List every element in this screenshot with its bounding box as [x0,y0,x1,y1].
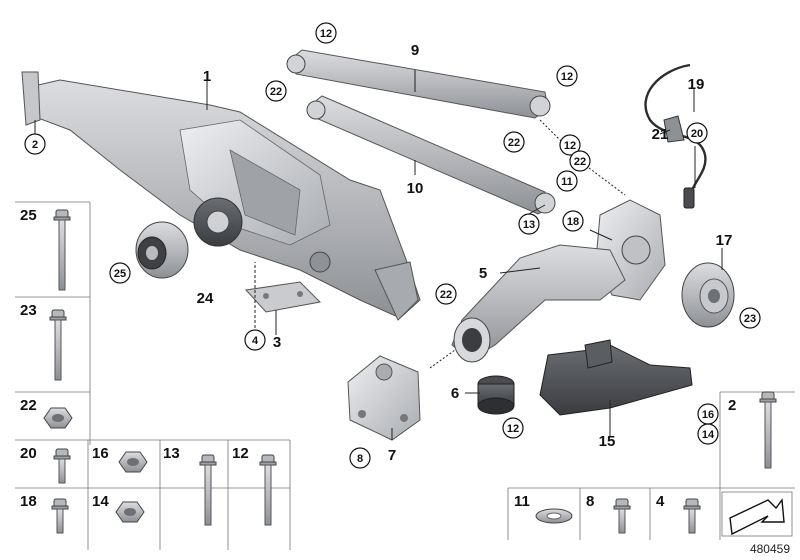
callout-circle [502,417,524,439]
callout-circle [315,22,337,44]
trailing-arm [451,244,626,363]
hardware-label-8: 8 [586,493,594,510]
callout-9: 9 [411,42,419,59]
callout-25: 25 [114,268,126,280]
hardware-label-18: 18 [20,493,37,510]
callout-19: 19 [688,76,705,93]
mounting-plate [244,281,322,313]
rubber-bushing [477,375,515,415]
rubber-mount [135,221,189,279]
callout-12: 12 [507,423,519,435]
callout-12: 12 [564,140,576,152]
hardware-label-22: 22 [20,397,37,414]
callout-10: 10 [407,180,424,197]
callout-circle [686,122,708,144]
callout-circle [435,283,457,305]
callout-circle [562,210,584,232]
callout-1: 1 [203,68,211,85]
abs-sensor-cable [644,63,707,209]
bolt-icon [199,454,217,526]
callout-4: 4 [252,335,259,347]
callout-18: 18 [567,216,579,228]
callout-circle [518,213,540,235]
callout-22: 22 [508,137,520,149]
hardware-label-16: 16 [92,445,109,462]
hardware-label-25: 25 [20,207,37,224]
nut-icon [43,407,73,429]
hardware-label-4: 4 [656,493,665,510]
callout-circle [569,150,591,172]
hardware-label-11: 11 [514,493,530,510]
hardware-label-14: 14 [92,493,109,510]
leader-lines [34,70,723,440]
callout-5: 5 [479,265,487,282]
hardware-label-13: 13 [163,445,180,462]
bracket [347,355,421,441]
callout-circle [265,80,287,102]
guard-plate [539,339,693,416]
callout-circle [244,329,266,351]
callout-circle [24,133,46,155]
diagram-reference-number: 480459 [750,542,790,556]
bolt-icon [53,209,71,291]
callout-24: 24 [197,290,214,307]
bolt-icon [53,448,71,484]
hardware-label-20: 20 [20,445,37,462]
direction-arrow-icon [721,491,793,537]
callout-15: 15 [599,433,616,450]
bolt-icon [51,498,69,534]
callout-23: 23 [744,313,756,325]
callout-11: 11 [561,176,573,188]
nut-icon [115,501,145,523]
callout-22: 22 [440,289,452,301]
washer-icon [535,508,573,524]
callout-12: 12 [320,28,332,40]
callout-8: 8 [357,453,363,465]
callout-circle [109,262,131,284]
hardware-label-23: 23 [20,302,37,319]
bolt-icon [49,309,67,381]
rear-axle-carrier [21,71,421,321]
callout-22: 22 [270,86,282,98]
callout-7: 7 [388,447,396,464]
hardware-label-2: 2 [728,397,736,414]
callout-13: 13 [523,219,535,231]
callout-circle [556,65,578,87]
callout-3: 3 [273,334,281,351]
hardware-items: 25 23 22 20 16 13 12 18 14 2 11 8 4 [20,207,777,534]
callout-20: 20 [691,128,703,140]
callout-2: 2 [32,139,38,151]
callout-21: 21 [652,126,669,143]
callout-circle [559,134,581,156]
bolt-icon [683,498,701,534]
hardware-label-12: 12 [232,445,249,462]
callout-circle [349,447,371,469]
callout-6: 6 [451,385,459,402]
callout-circle [739,307,761,329]
upper-control-arm [286,49,551,119]
callout-16: 16 [702,409,714,421]
callout-circle [556,170,578,192]
callout-12: 12 [561,71,573,83]
bolt-icon [259,454,277,526]
nut-icon [118,451,148,473]
hardware-grid [15,201,795,550]
callout-22: 22 [574,156,586,168]
bolt-icon [759,391,777,469]
bolt-icon [613,498,631,534]
callout-17: 17 [716,232,733,249]
callout-circle [503,131,525,153]
wheel-hub [681,262,735,328]
callout-circle [697,403,719,425]
callout-14: 14 [702,429,715,441]
